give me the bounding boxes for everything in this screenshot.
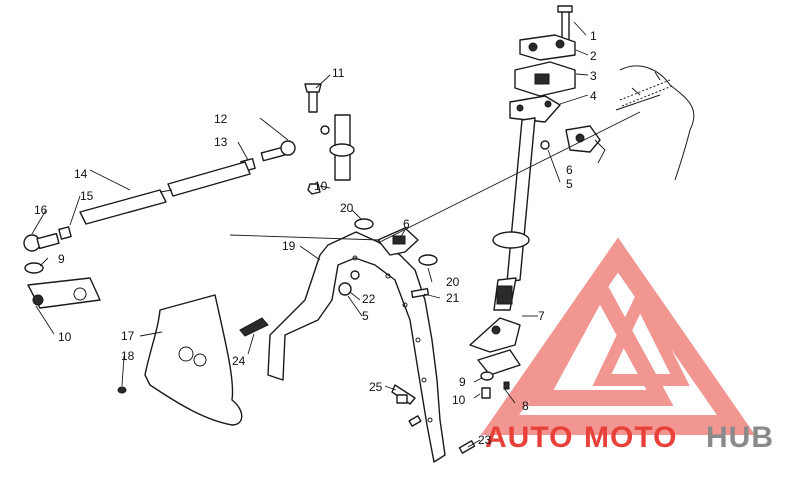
steering-arm	[469, 317, 521, 376]
callout-2: 2	[590, 49, 597, 63]
jam-nut-left	[58, 226, 72, 240]
callout-9b: 9	[459, 375, 466, 389]
callout-21: 21	[446, 291, 460, 305]
callout-13: 13	[214, 135, 228, 149]
steering-support-frame	[267, 231, 446, 463]
callout-23: 23	[478, 433, 492, 447]
shield-plate	[144, 294, 243, 426]
callout-9a: 9	[58, 252, 65, 266]
tie-rod-mount	[320, 114, 355, 181]
callout-22: 22	[362, 292, 376, 306]
callout-25: 25	[369, 380, 383, 394]
watermark-logo	[480, 237, 756, 435]
callout-20a: 20	[340, 201, 354, 215]
frame-outline-sketch	[615, 65, 695, 181]
callout-3: 3	[590, 69, 597, 83]
callout-12: 12	[214, 112, 228, 126]
callout-18: 18	[121, 349, 135, 363]
bolt-25	[391, 384, 416, 405]
leader-lines	[31, 21, 641, 448]
tie-rod-end-left	[23, 232, 60, 252]
steering-post	[492, 117, 536, 311]
handlebar-clamp-bolt	[557, 5, 573, 41]
callout-10b: 10	[314, 179, 328, 193]
steering-post-bracket	[509, 95, 561, 123]
lower-clamp	[514, 61, 576, 97]
svg-text:HUB: HUB	[706, 421, 774, 454]
callout-10c: 10	[452, 393, 466, 407]
screw-frame	[410, 287, 430, 299]
locknut-tie-rod-top	[307, 183, 321, 195]
callout-labels: 1 2 3 4 6 5 7 8 9 10 11 12 13 14 15 16 9…	[34, 29, 597, 447]
callout-11: 11	[332, 66, 345, 80]
callout-8: 8	[522, 399, 529, 413]
tie-rod-bolt-top	[304, 83, 322, 113]
callout-19: 19	[282, 239, 296, 253]
callout-14: 14	[74, 167, 88, 181]
callout-6a: 6	[566, 163, 573, 177]
callout-6b: 6	[403, 217, 410, 231]
tie-rod-tube	[79, 161, 251, 225]
callout-1: 1	[590, 29, 597, 43]
washer-bottom	[480, 371, 494, 399]
locknut-frame	[338, 270, 360, 296]
callout-24: 24	[232, 354, 246, 368]
callout-17: 17	[121, 329, 135, 343]
callout-5a: 5	[566, 177, 573, 191]
clip-24	[239, 317, 269, 337]
cotter-pin-bottom	[503, 381, 510, 390]
callout-20b: 20	[446, 275, 460, 289]
upper-clamp	[519, 34, 576, 61]
callout-16: 16	[34, 203, 48, 217]
watermark-wordmark: AUTO MOTO HUB	[485, 421, 774, 454]
callout-15: 15	[80, 189, 94, 203]
frame-bracket-upper	[377, 227, 419, 256]
callout-7: 7	[538, 309, 545, 323]
bolt-23	[408, 415, 476, 454]
callout-5b: 5	[362, 309, 369, 323]
tie-rod-end-right	[260, 140, 296, 162]
spindle-arm-left	[27, 277, 101, 309]
callout-4: 4	[590, 89, 597, 103]
column-bracket-right	[565, 125, 601, 153]
svg-text:AUTO: AUTO	[485, 421, 573, 454]
washer-left	[24, 262, 44, 274]
long-bolts-right	[619, 79, 673, 107]
callout-10a: 10	[58, 330, 72, 344]
locknut-column	[540, 140, 550, 150]
screw-18	[117, 386, 127, 394]
svg-text:MOTO: MOTO	[584, 421, 677, 454]
grommet-upper	[354, 218, 438, 266]
